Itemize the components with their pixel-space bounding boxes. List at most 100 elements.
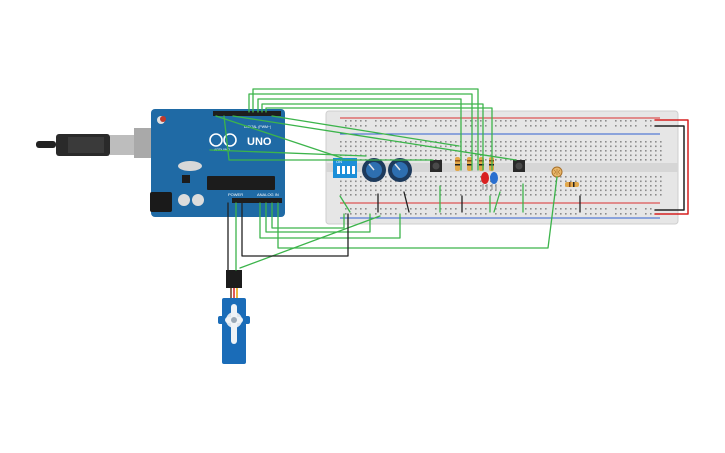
potentiometer-2[interactable]: [388, 158, 412, 182]
arduino-board[interactable]: UNO ARDUINO DIGITAL (PWM~) POWER ANALOG …: [150, 109, 285, 217]
breadboard-hole: [640, 194, 642, 196]
breadboard-hole: [565, 189, 567, 192]
breadboard-hole: [440, 141, 442, 143]
breadboard-hole: [475, 159, 477, 161]
breadboard-rail-hole: [545, 125, 547, 127]
breadboard-hole: [440, 159, 442, 161]
breadboard-hole: [490, 141, 492, 143]
breadboard-hole: [630, 141, 632, 143]
breadboard-hole: [500, 189, 502, 192]
breadboard-hole: [520, 185, 522, 187]
breadboard-hole: [650, 145, 652, 148]
breadboard-rail-hole: [445, 208, 447, 210]
breadboard-hole: [570, 145, 572, 148]
breadboard-hole: [490, 189, 492, 192]
breadboard-hole: [660, 150, 662, 152]
breadboard-hole: [505, 159, 507, 161]
breadboard-rail-hole: [505, 120, 507, 122]
breadboard-rail-hole: [560, 208, 562, 210]
breadboard-hole: [420, 185, 422, 187]
breadboard-hole: [415, 154, 417, 157]
breadboard-hole: [445, 189, 447, 192]
breadboard-hole: [595, 176, 597, 178]
breadboard-hole: [450, 189, 452, 192]
breadboard-hole: [590, 185, 592, 187]
pushbutton-1-cap[interactable]: [432, 162, 440, 170]
breadboard-hole: [390, 141, 392, 143]
breadboard-rail-hole: [510, 213, 512, 215]
breadboard-rail-hole: [540, 120, 542, 122]
breadboard-rail-hole: [535, 125, 537, 127]
pushbutton-2[interactable]: [513, 160, 525, 172]
breadboard-rail-hole: [345, 125, 347, 127]
led-red-body: [481, 172, 489, 184]
breadboard-hole: [635, 145, 637, 148]
breadboard-hole: [340, 194, 342, 196]
breadboard-hole: [550, 141, 552, 143]
breadboard-hole: [505, 189, 507, 192]
breadboard-hole: [565, 150, 567, 152]
breadboard-hole: [545, 185, 547, 187]
breadboard-rail-hole: [480, 120, 482, 122]
breadboard-hole: [640, 180, 642, 183]
breadboard-hole: [630, 145, 632, 148]
breadboard-rail-hole: [410, 125, 412, 127]
breadboard-hole: [485, 189, 487, 192]
breadboard-hole: [350, 180, 352, 183]
breadboard-hole: [575, 194, 577, 196]
pushbutton-1[interactable]: [430, 160, 442, 172]
dip-switch-toggle[interactable]: [337, 166, 340, 174]
breadboard-hole: [515, 141, 517, 143]
breadboard-hole: [560, 194, 562, 196]
breadboard-rail-hole: [585, 213, 587, 215]
breadboard-hole: [540, 141, 542, 143]
wire-signal: [277, 176, 558, 249]
dip-switch-toggle[interactable]: [352, 166, 355, 174]
breadboard-rail-hole: [500, 213, 502, 215]
dip-switch-toggle[interactable]: [342, 166, 345, 174]
breadboard-hole: [440, 150, 442, 152]
breadboard-rail-hole: [650, 213, 652, 215]
breadboard-hole: [650, 185, 652, 187]
breadboard-rail-hole: [605, 125, 607, 127]
reset-button[interactable]: [160, 116, 166, 122]
breadboard-hole: [505, 150, 507, 152]
breadboard-hole: [520, 145, 522, 148]
servo-motor[interactable]: [218, 270, 250, 364]
breadboard-rail-hole: [505, 125, 507, 127]
breadboard-hole: [405, 145, 407, 148]
breadboard-hole: [600, 150, 602, 152]
resistor-band: [467, 164, 472, 166]
breadboard-hole: [535, 176, 537, 178]
breadboard-rail-hole: [620, 120, 622, 122]
breadboard-hole: [420, 150, 422, 152]
breadboard-rail-hole: [485, 213, 487, 215]
breadboard-hole: [545, 154, 547, 157]
breadboard-hole: [595, 180, 597, 183]
breadboard-rail-hole: [415, 120, 417, 122]
breadboard-hole: [520, 150, 522, 152]
breadboard-hole: [545, 150, 547, 152]
breadboard-hole: [410, 180, 412, 183]
breadboard-rail-hole: [480, 213, 482, 215]
breadboard-hole: [380, 145, 382, 148]
breadboard-rail-hole: [450, 213, 452, 215]
breadboard-hole: [590, 150, 592, 152]
dip-switch[interactable]: ON: [333, 158, 357, 178]
breadboard-hole: [595, 154, 597, 157]
breadboard-hole: [615, 180, 617, 183]
dip-switch-toggle[interactable]: [347, 166, 350, 174]
potentiometer-1[interactable]: [362, 158, 386, 182]
breadboard-hole: [630, 150, 632, 152]
servo-horn[interactable]: [231, 304, 237, 344]
breadboard-rail-hole: [600, 208, 602, 210]
breadboard-hole: [470, 194, 472, 196]
breadboard-rail-hole: [575, 208, 577, 210]
breadboard-hole: [365, 150, 367, 152]
pushbutton-2-cap[interactable]: [515, 162, 523, 170]
breadboard-hole: [625, 154, 627, 157]
breadboard-hole: [555, 159, 557, 161]
breadboard-rail-hole: [365, 208, 367, 210]
wire-signal: [239, 215, 381, 269]
